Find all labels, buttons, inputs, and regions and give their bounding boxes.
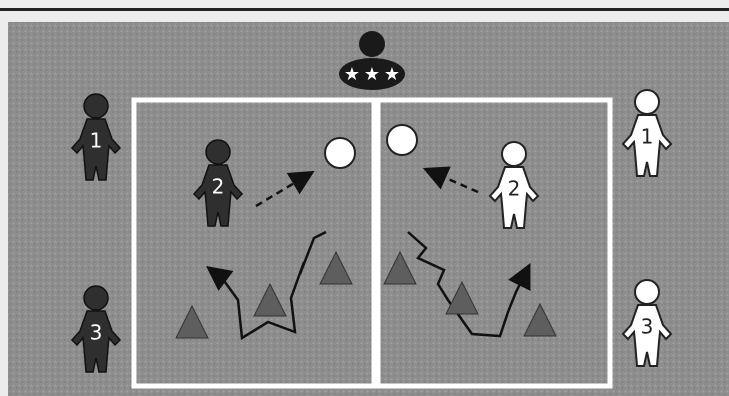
star-2-icon: ★ (364, 64, 380, 85)
star-1-icon: ★ (344, 64, 360, 85)
light-player-2-number: 2 (508, 177, 521, 201)
top-rule (0, 8, 729, 11)
ball-right (387, 125, 417, 155)
light-player-3-number: 3 (641, 315, 654, 339)
star-3-icon: ★ (384, 64, 400, 85)
light-player-1-number: 1 (641, 125, 654, 149)
dark-player-2-number: 2 (212, 175, 225, 199)
ball-left (325, 138, 355, 168)
dark-player-1-number: 1 (90, 129, 103, 153)
dark-player-3-number: 3 (90, 321, 103, 345)
